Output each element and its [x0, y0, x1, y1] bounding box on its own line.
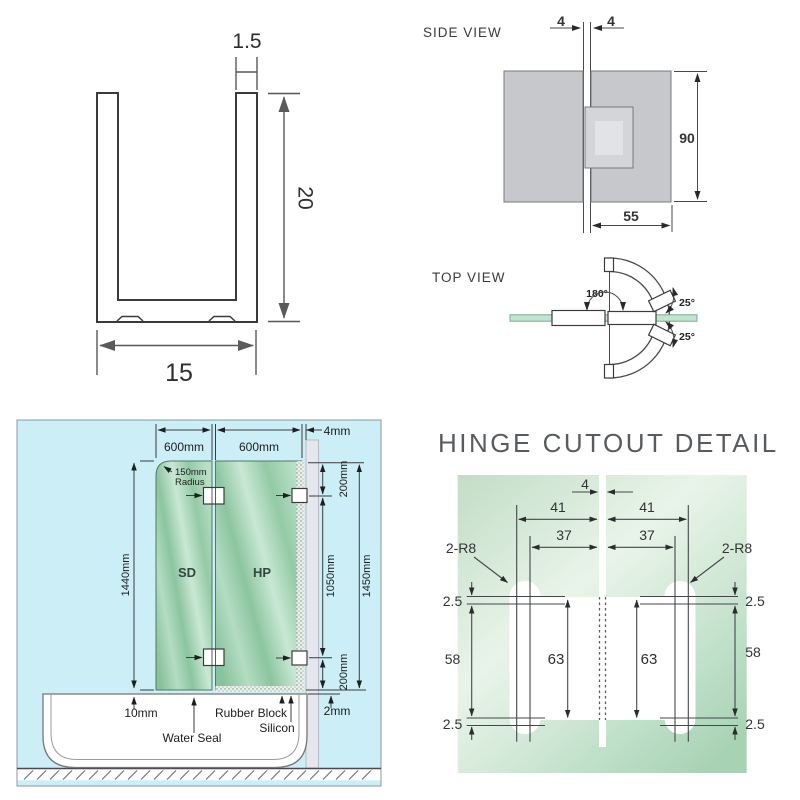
u-channel-profile-diagram: 1.5 20 15: [96, 30, 317, 387]
mid-hinge-top: [186, 486, 225, 505]
channel-bottom-notch-left: [116, 315, 144, 322]
dim-glass-thickness: 4 4: [550, 13, 624, 31]
label-silicon-gap: 2mm: [324, 704, 351, 718]
label-silicon: Silicon: [259, 721, 294, 735]
dim-label-edge-bl: 2.5: [443, 716, 463, 732]
dim-left-chain: 2.5 58 2.5: [443, 582, 565, 740]
floor: [17, 767, 381, 781]
hinge-leaf-left: [551, 309, 606, 327]
dim-hinge-depth: 55: [592, 205, 673, 232]
annotation-angle-bottom: 25°: [665, 321, 695, 348]
dim-37: 37 37: [531, 527, 674, 551]
callout-radius-right: 2-R8: [690, 540, 753, 583]
installation-elevation-diagram: SD HP: [16, 419, 382, 787]
dim-label-panel-height: 1440mm: [120, 554, 132, 597]
dim-channel-width: 15: [96, 330, 257, 387]
wall-strip: [305, 439, 319, 769]
arc-cap-bottom: [603, 363, 615, 379]
annotation-swing-180: 180°: [584, 288, 626, 311]
silicon-strip: [296, 461, 305, 690]
glass-panel-hp: [215, 460, 303, 691]
dim-label-total-height: 1450mm: [361, 555, 373, 598]
label-angle-top: 25°: [679, 297, 695, 309]
glass-panel-sd: [155, 460, 213, 691]
hinge-leaf-right: [607, 310, 657, 326]
side-view-title: SIDE VIEW: [423, 25, 502, 40]
wall-hinge-top: [276, 487, 308, 504]
dim-channel-height: 20: [268, 92, 317, 323]
dim-label-wall-gap: 4mm: [324, 424, 351, 438]
annotation-water-seal: Water Seal: [163, 697, 222, 745]
dim-wall-thickness: 1.5: [232, 30, 262, 90]
dim-label-panel2: 600mm: [239, 440, 279, 454]
dim-label-hinge-top-offset: 200mm: [338, 461, 350, 498]
label-rubber-block: Rubber Block: [215, 706, 288, 720]
dim-label-58-left: 58: [445, 651, 461, 667]
dim-label-63-right: 63: [641, 651, 658, 668]
dim-label-channel-height: 20: [294, 186, 317, 209]
panel-label-sd: SD: [178, 565, 196, 580]
wall-hinge-bottom: [276, 650, 308, 666]
hinge-cutout-detail-diagram: HINGE CUTOUT DETAIL 4: [438, 428, 779, 773]
dim-label-63-left: 63: [548, 651, 565, 668]
dim-63: 63 63: [548, 599, 658, 718]
radius-note-line1: 150mm: [175, 467, 207, 478]
dim-label-41-left: 41: [550, 499, 566, 515]
hinge-knuckle-highlight: [595, 121, 623, 155]
dim-label-edge-tl: 2.5: [443, 593, 463, 609]
dim-right-chain: 2.5 58 2.5: [640, 582, 765, 740]
dim-label-panel1: 600mm: [164, 440, 204, 454]
dim-panel-height: 1440mm: [120, 460, 154, 691]
bathtub: [42, 693, 308, 769]
hinge-cutout-title: HINGE CUTOUT DETAIL: [438, 428, 779, 458]
rubber-block-strip: [215, 686, 305, 692]
dim-41: 41 41: [518, 499, 687, 523]
dim-gap: 4: [572, 476, 633, 495]
dim-label-gap-left: 4: [557, 13, 565, 29]
label-tub-overlap: 10mm: [124, 706, 157, 720]
dim-label-37-left: 37: [556, 527, 572, 543]
dim-label-hinge-bottom-offset: 200mm: [338, 654, 350, 691]
dim-label-hinge-depth: 55: [623, 208, 639, 224]
top-view-title: TOP VIEW: [432, 270, 506, 285]
hinge-views-diagram: SIDE VIEW 4 4 90 55 TOP VIEW: [423, 13, 707, 379]
dim-label-hinge-height: 90: [679, 130, 695, 146]
dim-right-chain: 200mm 1050mm 200mm 1450mm: [306, 461, 373, 691]
annotation-angle-top: 25°: [665, 287, 695, 314]
dim-label-gap: 4: [581, 476, 589, 492]
dim-label-edge-br: 2.5: [745, 716, 765, 732]
dim-label-gap-right: 4: [607, 13, 615, 29]
dim-label-58-right: 58: [745, 644, 761, 660]
dim-label-wall-thickness: 1.5: [232, 30, 261, 53]
dim-label-37-right: 37: [639, 527, 655, 543]
channel-bottom-notch-right: [208, 315, 236, 322]
extension-lines: [516, 505, 689, 742]
annotation-tub-overlap: 10mm: [124, 696, 158, 720]
label-water-seal: Water Seal: [163, 731, 222, 745]
dim-top-chain: 600mm 600mm 4mm: [155, 424, 351, 460]
arc-cap-top: [603, 257, 615, 273]
annotation-rubber-silicon: Rubber Block Silicon: [215, 695, 295, 735]
radius-note-line2: Radius: [175, 477, 205, 488]
dim-label-41-right: 41: [639, 499, 655, 515]
dim-hinge-height: 90: [674, 71, 707, 202]
dim-label-edge-tr: 2.5: [745, 593, 765, 609]
cutout-main: [514, 597, 693, 720]
label-radius-left: 2-R8: [446, 540, 477, 556]
panel-label-hp: HP: [253, 565, 271, 580]
label-radius-right: 2-R8: [722, 540, 753, 556]
label-angle-bottom: 25°: [679, 331, 695, 343]
mid-hinge-bottom: [186, 648, 225, 667]
callout-radius-left: 2-R8: [446, 540, 508, 583]
dim-label-hinge-spacing: 1050mm: [325, 555, 337, 598]
note-corner-radius: 150mm Radius: [163, 466, 207, 488]
u-channel-outline: [96, 92, 258, 323]
annotation-silicon-gap: 2mm: [308, 693, 351, 718]
cutout-slot-left: [509, 581, 541, 734]
dim-label-channel-width: 15: [165, 359, 193, 387]
hinge-plate-left: [503, 70, 584, 203]
